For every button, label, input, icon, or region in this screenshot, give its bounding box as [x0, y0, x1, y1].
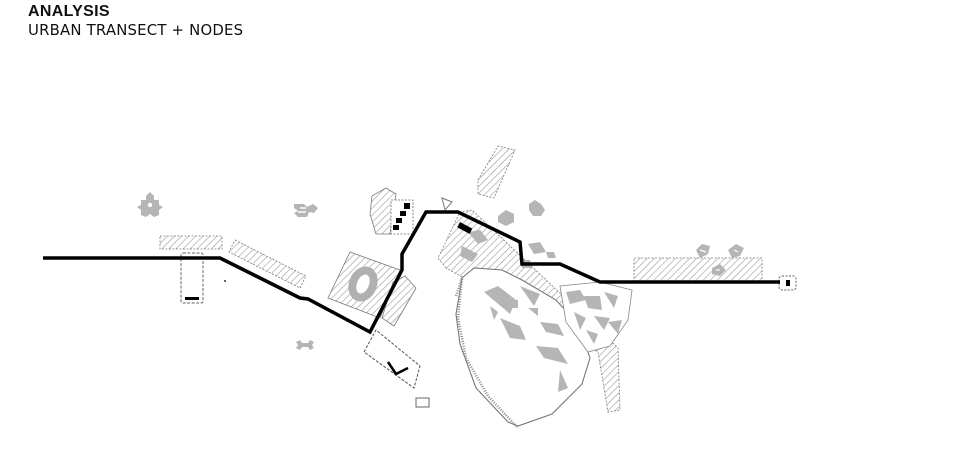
junction-blocks	[457, 200, 556, 268]
triangle-marker	[441, 197, 453, 212]
node-north-block	[369, 187, 414, 235]
diagram-subtitle: URBAN TRANSECT + NODES	[28, 21, 244, 39]
node-south-small-box	[415, 397, 430, 408]
urban-transect-line	[43, 210, 780, 335]
node-hub-icon	[294, 204, 318, 217]
node-east-end	[778, 275, 797, 291]
stadium-block	[327, 251, 401, 319]
zone-north-corridor	[477, 145, 516, 199]
zone-west-bar	[159, 235, 223, 250]
node-south-box	[363, 329, 421, 389]
old-city-district	[454, 267, 591, 429]
marker-dot	[224, 280, 226, 282]
node-west-box	[180, 252, 204, 304]
diagram-title: ANALYSIS	[28, 3, 110, 20]
zone-stadium-east	[381, 275, 417, 327]
zone-east-bar	[633, 244, 763, 283]
node-west-building	[137, 192, 163, 217]
east-district	[559, 281, 633, 353]
zone-diagonal-strip	[228, 239, 307, 289]
diagram-header: ANALYSIS URBAN TRANSECT + NODES	[28, 4, 252, 39]
node-south-marker	[296, 340, 314, 350]
